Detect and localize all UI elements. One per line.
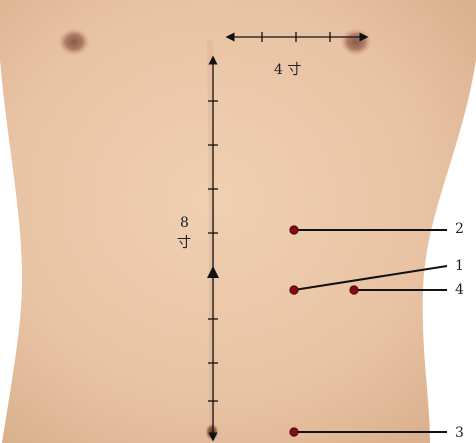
point-label-1: 1 xyxy=(455,259,464,273)
acupoint-4 xyxy=(350,286,358,294)
linea-shading xyxy=(210,40,212,430)
right-nipple-icon xyxy=(340,28,372,56)
point-label-2: 2 xyxy=(455,222,464,236)
acupoint-3 xyxy=(290,428,298,436)
acupoint-1 xyxy=(290,286,298,294)
point-label-4: 4 xyxy=(455,283,464,297)
acupoint-2 xyxy=(290,226,298,234)
left-nipple-icon xyxy=(58,28,90,56)
measure-top-label: 4 寸 xyxy=(274,63,301,77)
point-label-3: 3 xyxy=(455,426,464,440)
measure-side-label-number: 8 xyxy=(180,216,189,230)
navel-icon xyxy=(205,423,219,441)
measure-side-label-unit: 寸 xyxy=(177,236,191,250)
